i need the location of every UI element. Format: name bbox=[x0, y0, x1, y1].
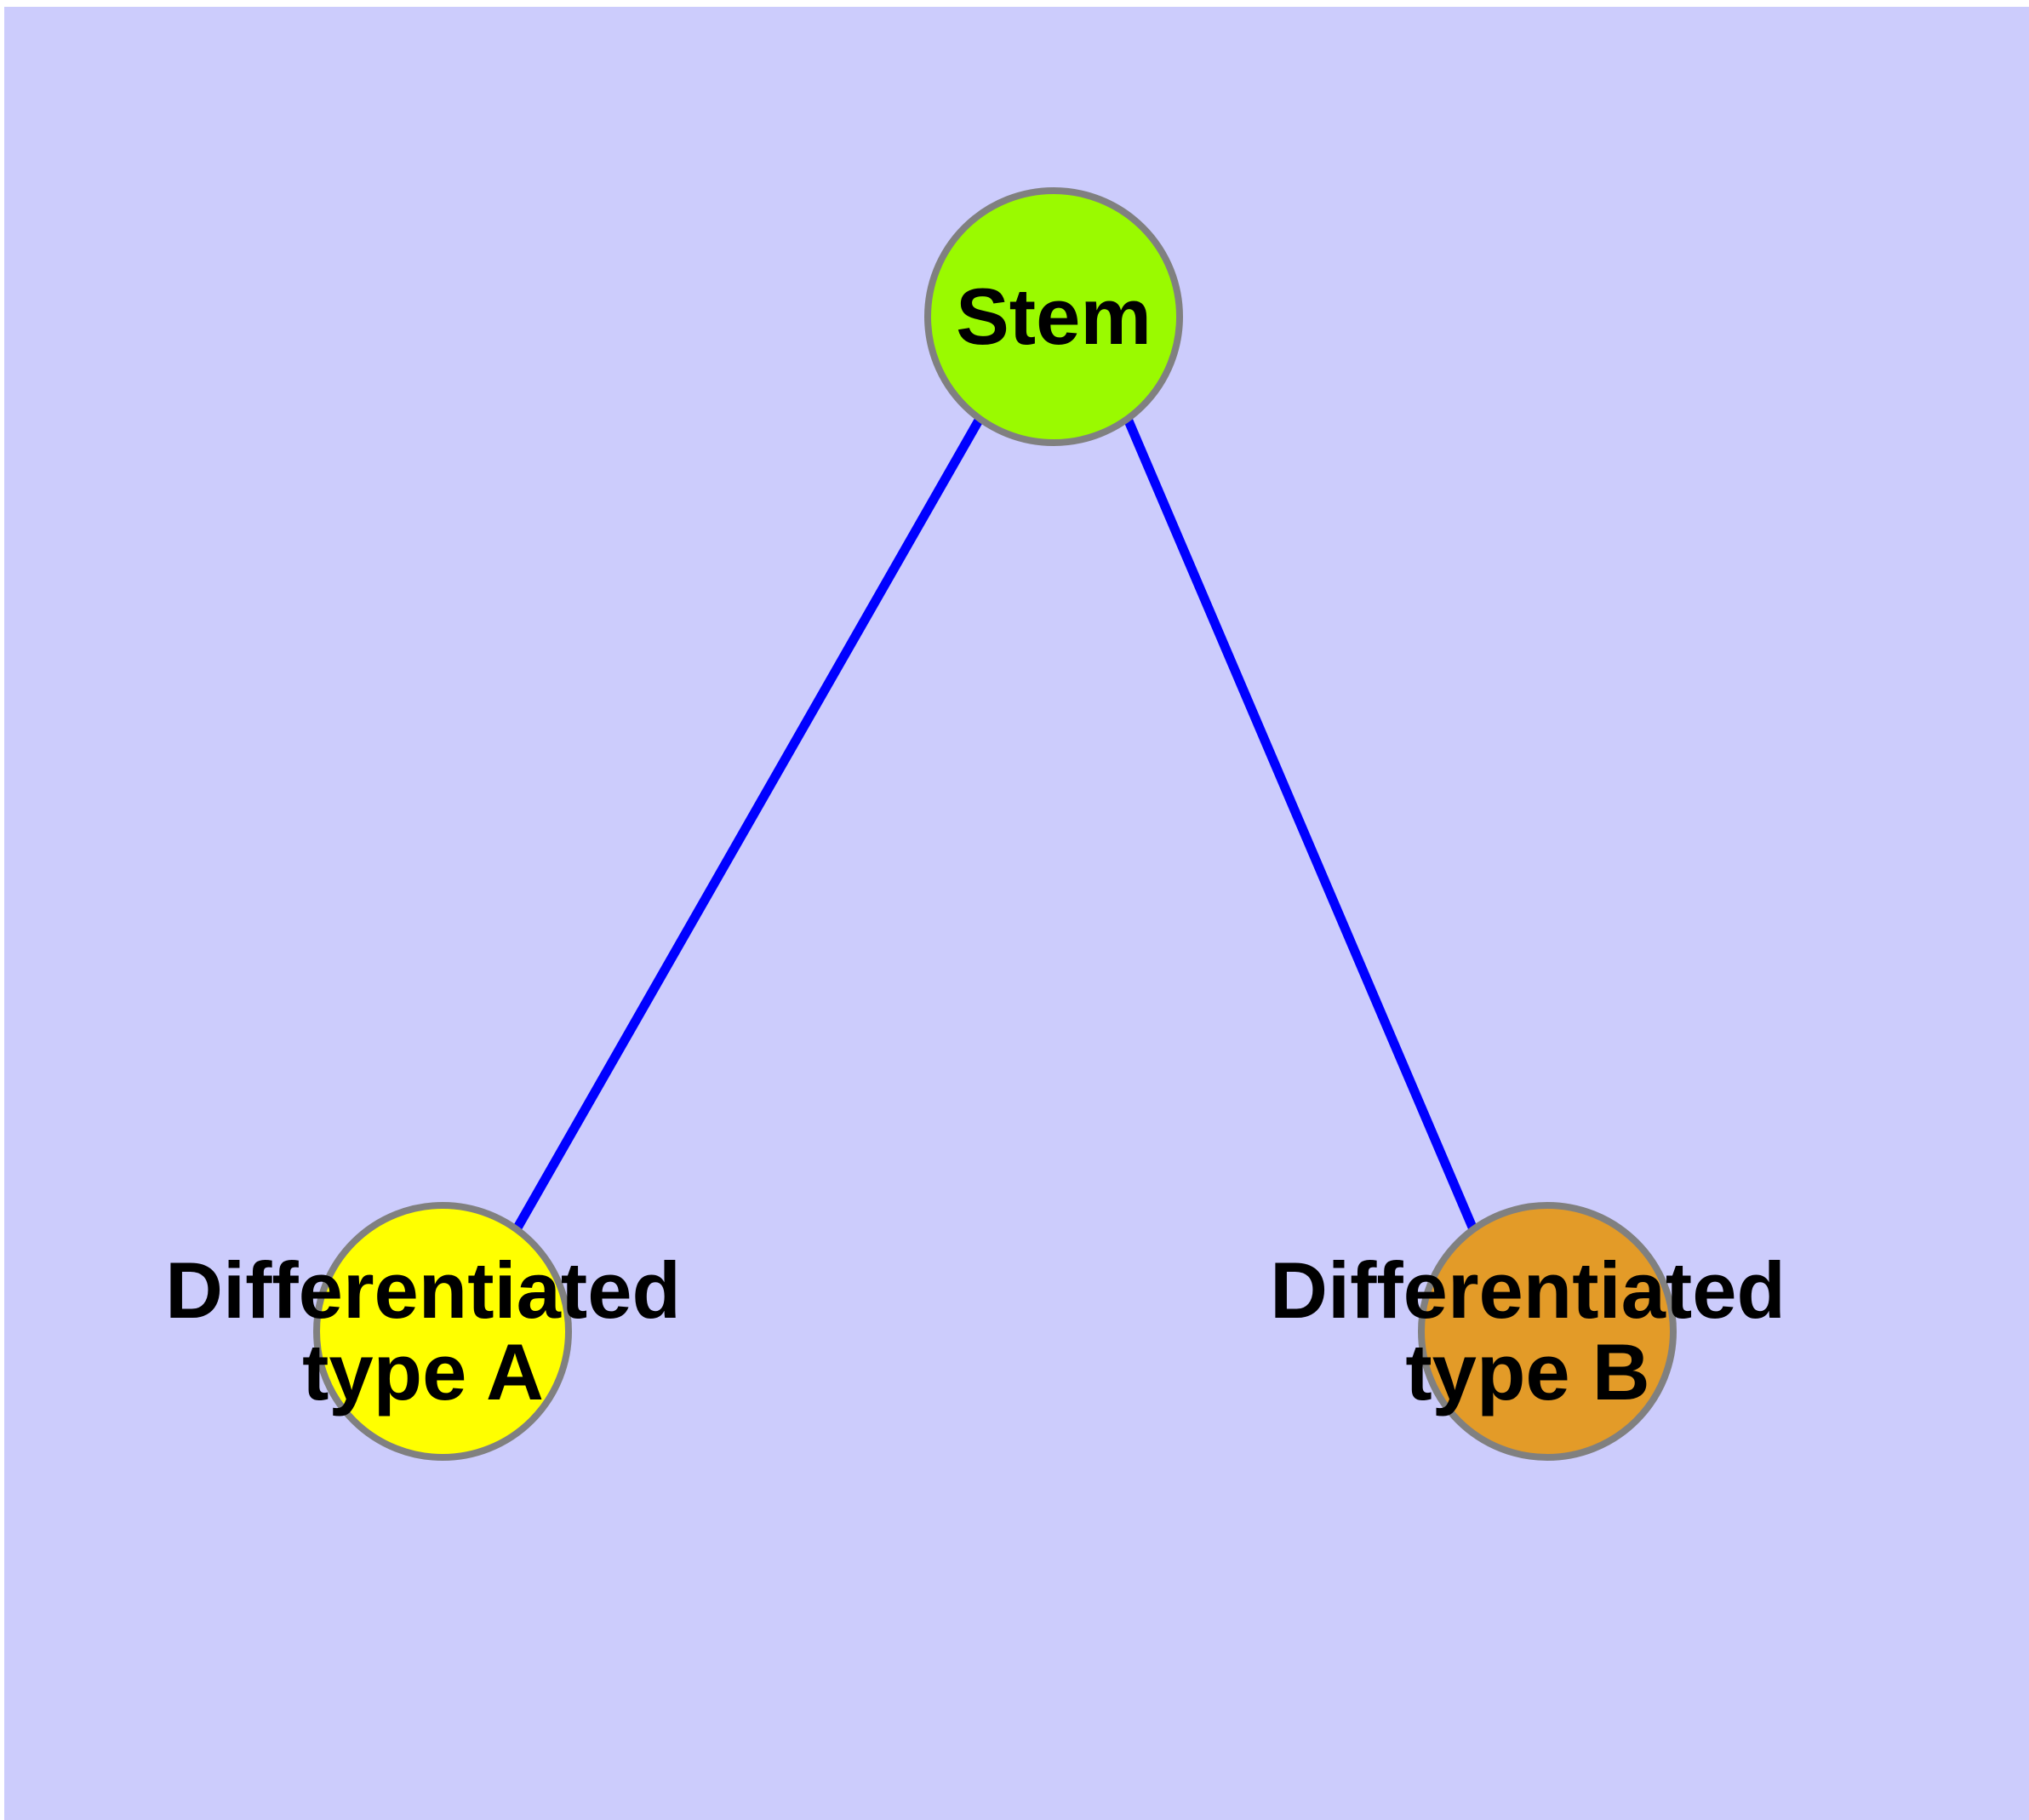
node-layer bbox=[313, 187, 1677, 1461]
edge-stem-to-type-b[interactable] bbox=[1123, 416, 1478, 1232]
edge-layer bbox=[512, 416, 1478, 1232]
edge-stem-to-type-a[interactable] bbox=[512, 416, 984, 1232]
node-stem[interactable] bbox=[924, 187, 1183, 446]
node-label-stem: Stem bbox=[956, 272, 1152, 361]
node-label-line: Stem bbox=[956, 272, 1152, 361]
node-differentiated-type-b[interactable] bbox=[1418, 1202, 1677, 1461]
node-label-line: Differentiated bbox=[165, 1245, 681, 1335]
node-differentiated-type-a[interactable] bbox=[313, 1202, 572, 1461]
node-label-line: type B bbox=[1405, 1327, 1649, 1417]
node-label-line: type A bbox=[302, 1327, 544, 1417]
node-label-line: Differentiated bbox=[1270, 1245, 1786, 1335]
